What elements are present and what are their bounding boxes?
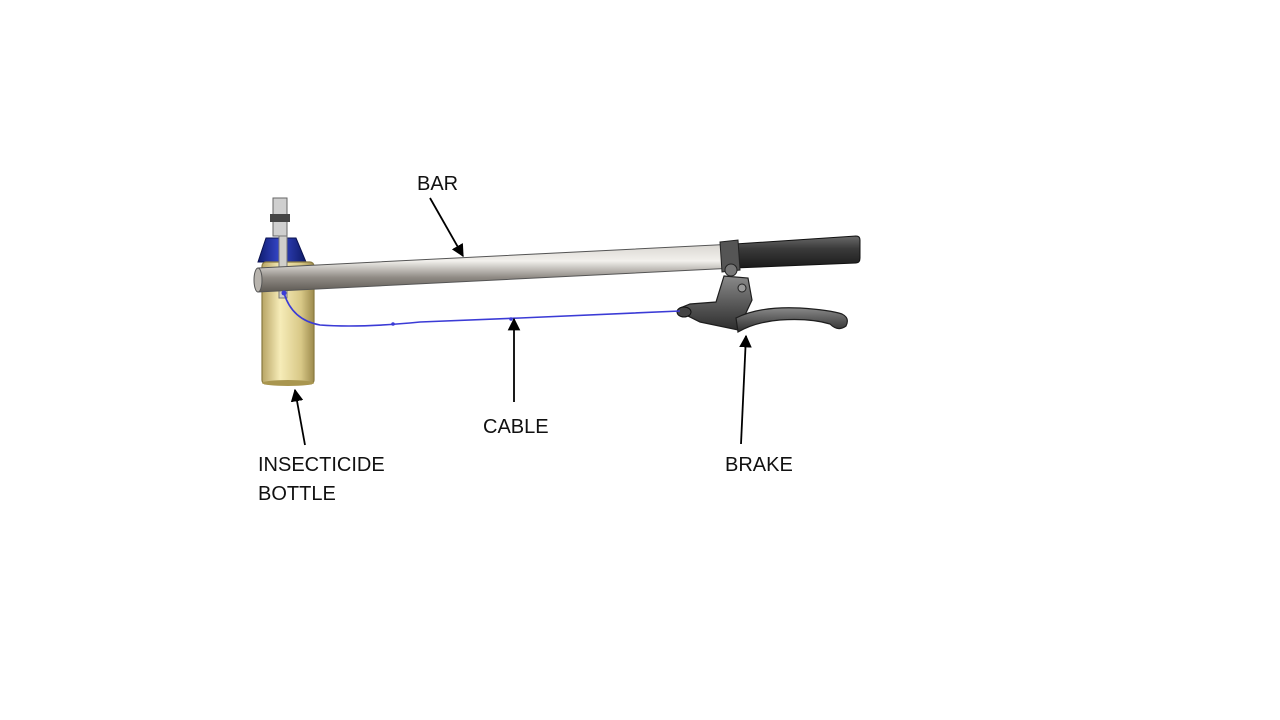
cable-label: CABLE [483, 416, 549, 438]
cable [281, 290, 681, 327]
brake-arrow [739, 334, 752, 445]
bar [253, 243, 736, 293]
bar-label: BAR [417, 173, 458, 195]
handle-grip [734, 235, 861, 269]
bottle-arrow [290, 388, 306, 446]
insecticide-bottle-label-line2: BOTTLE [258, 483, 336, 505]
brake-label: BRAKE [725, 454, 793, 476]
callout-arrows [290, 197, 752, 446]
bar-arrow [429, 197, 464, 258]
brake-lever [676, 239, 848, 333]
insecticide-bottle-label-line1: INSECTICIDE [258, 454, 385, 476]
